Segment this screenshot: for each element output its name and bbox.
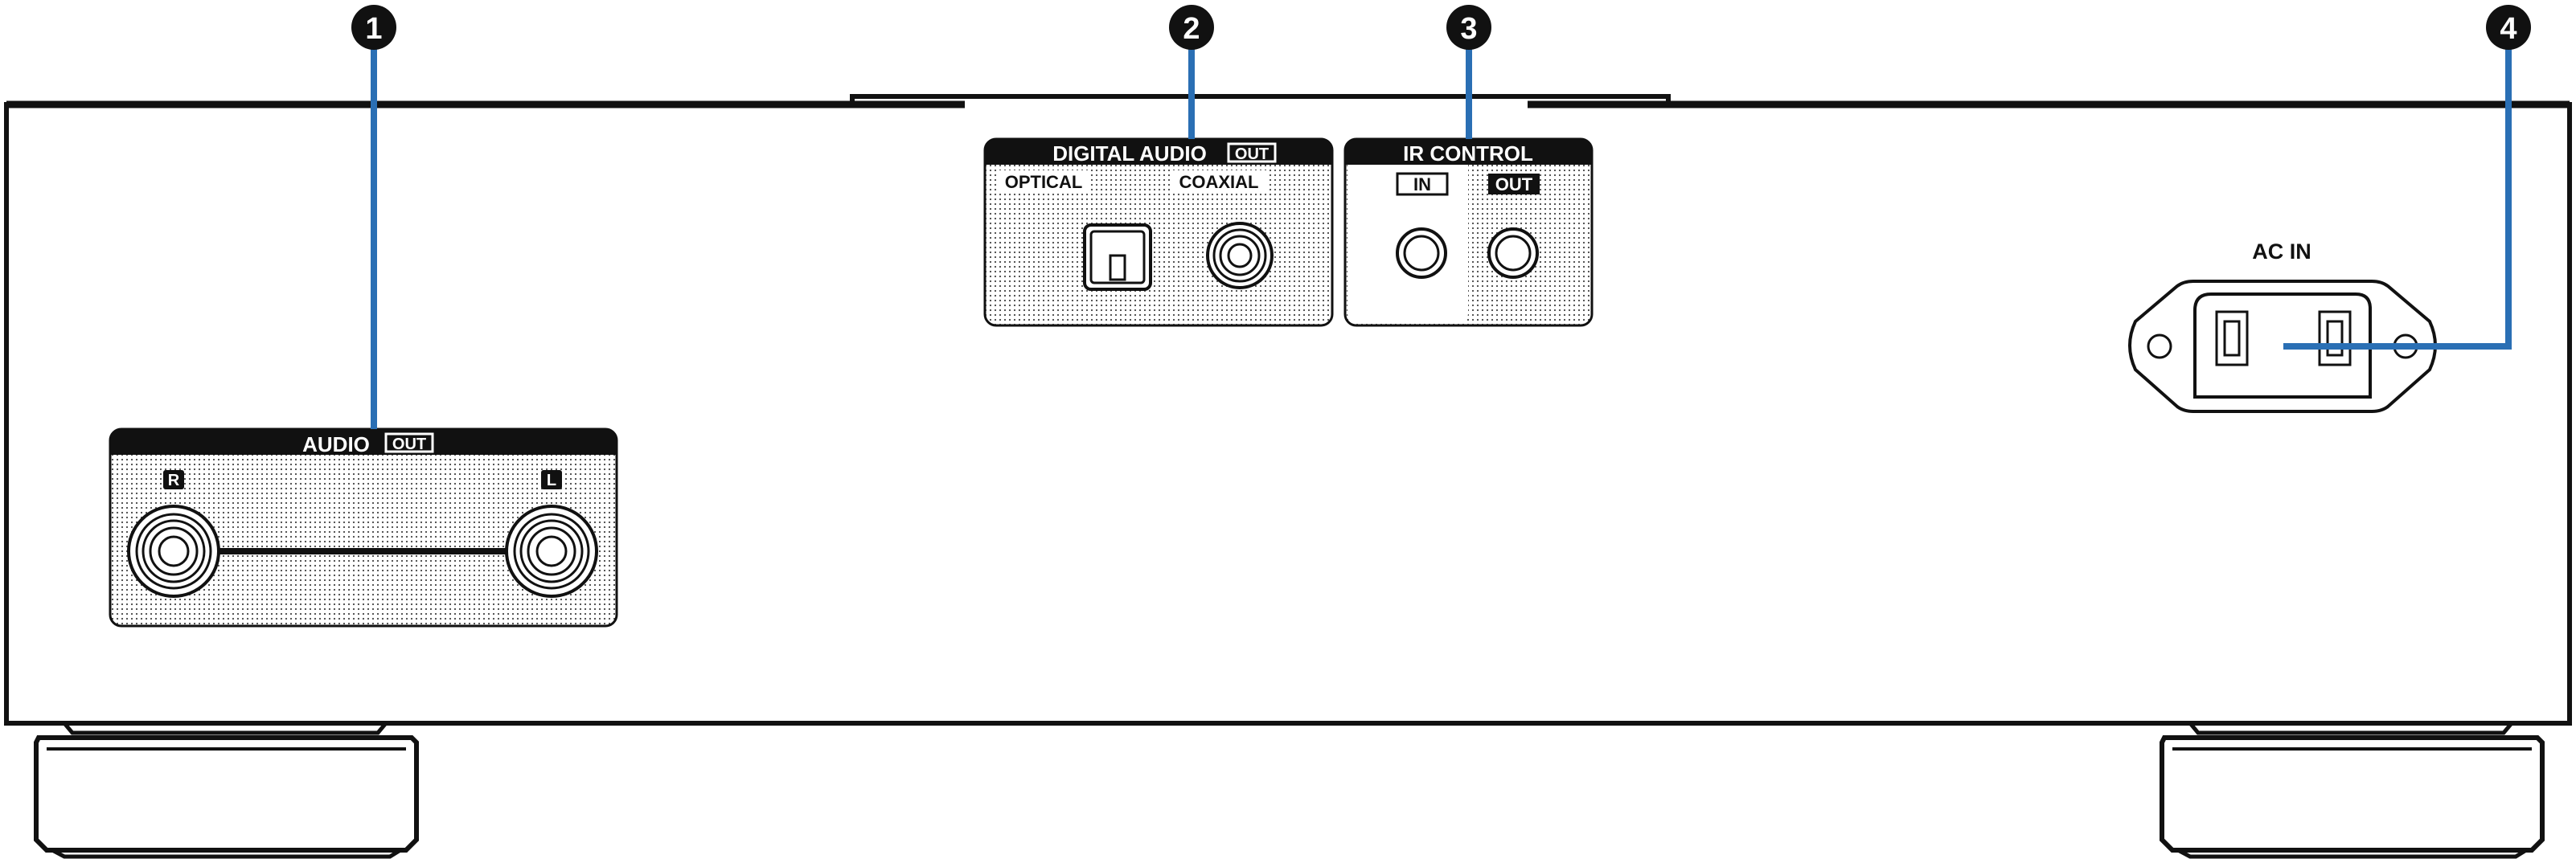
callout-2: 2	[1169, 5, 1214, 50]
ac-pin-right	[2318, 310, 2352, 366]
rca-jack-right[interactable]	[127, 505, 220, 598]
ir-out-label: OUT	[1495, 174, 1533, 194]
callout-1: 1	[351, 5, 396, 50]
digital-audio-badge: OUT	[1235, 145, 1269, 163]
callout-3: 3	[1446, 5, 1491, 50]
digital-audio-out-panel: DIGITAL AUDIO OUT OPTICAL COAXIAL	[983, 137, 1334, 327]
coaxial-jack[interactable]	[1206, 222, 1274, 289]
channel-l-label: L	[547, 472, 556, 489]
callout-3-number: 3	[1460, 12, 1477, 46]
digital-audio-title: DIGITAL AUDIO	[1052, 141, 1207, 166]
callout-1-number: 1	[365, 12, 382, 46]
audio-out-title: AUDIO	[302, 432, 370, 456]
foot-right	[2160, 722, 2545, 859]
optical-jack[interactable]	[1083, 223, 1152, 291]
ir-in-label: IN	[1413, 174, 1431, 194]
audio-out-badge: OUT	[392, 436, 426, 453]
callout-lines	[371, 40, 2512, 429]
callout-4-number: 4	[2500, 12, 2517, 46]
foot-left	[34, 722, 419, 859]
ac-in-label: AC IN	[2252, 239, 2311, 264]
coaxial-label: COAXIAL	[1179, 172, 1259, 192]
ir-control-panel: IR CONTROL IN OUT	[1343, 137, 1594, 327]
ir-out-jack[interactable]	[1487, 227, 1539, 279]
chassis	[4, 94, 2572, 726]
ac-in-inlet: AC IN	[2128, 239, 2437, 413]
ir-in-jack[interactable]	[1396, 227, 1447, 279]
ir-control-title: IR CONTROL	[1403, 141, 1533, 166]
callout-2-number: 2	[1183, 12, 1200, 46]
audio-out-panel: AUDIO OUT R L	[109, 427, 618, 628]
optical-label: OPTICAL	[1005, 172, 1083, 192]
ac-pin-left	[2215, 310, 2249, 366]
callout-4: 4	[2486, 5, 2531, 50]
channel-r-label: R	[168, 472, 180, 489]
rca-jack-left[interactable]	[505, 505, 598, 598]
